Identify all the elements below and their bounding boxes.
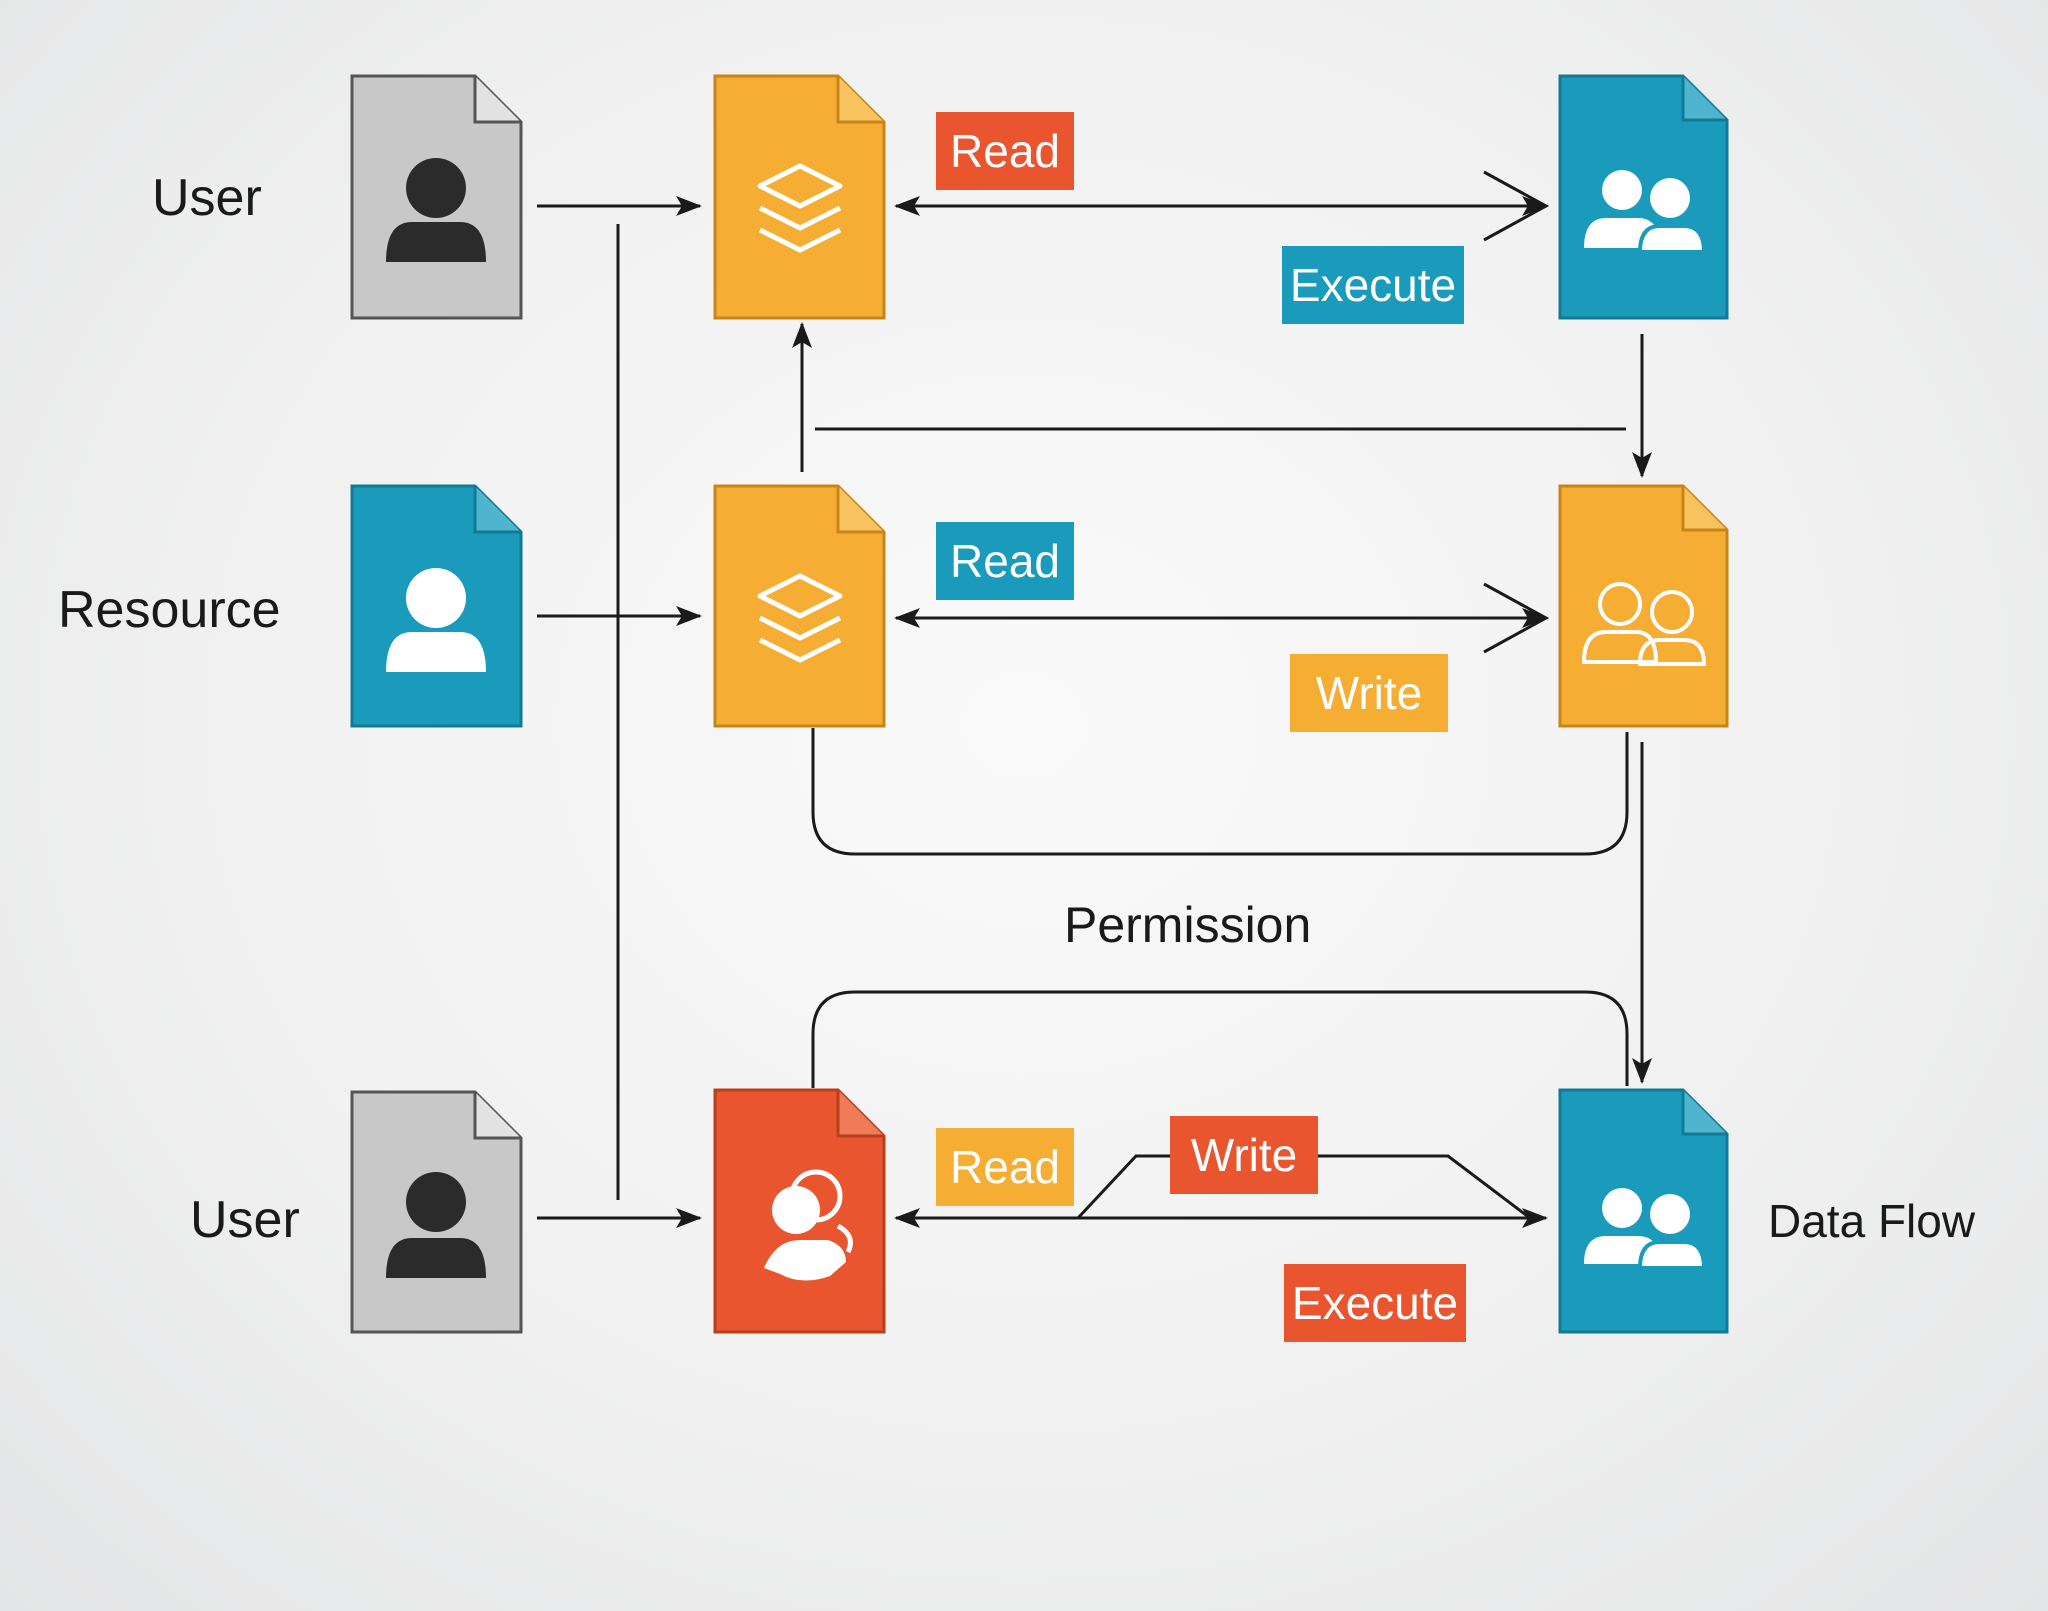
group-mid-doc[interactable] [1558, 484, 1729, 728]
tag-row3-write-text: Write [1190, 1129, 1298, 1181]
label-user-top: User [152, 169, 262, 227]
tag-row1-execute-text: Execute [1289, 259, 1457, 311]
user-top-doc[interactable] [350, 74, 523, 320]
chat-to-group-loop [811, 990, 1629, 1088]
tag-row2-read-text: Read [950, 535, 1060, 587]
user-chat-icon [764, 1169, 853, 1281]
arrow-row2-chevron [1483, 582, 1550, 654]
tag-row2-read[interactable]: Read [936, 522, 1074, 600]
label-resource: Resource [58, 581, 281, 639]
layers-top-doc[interactable] [713, 74, 886, 320]
user-icon [386, 1172, 486, 1278]
tag-row1-read[interactable]: Read [936, 112, 1074, 190]
tag-row3-write[interactable]: Write [1170, 1116, 1318, 1194]
tag-row3-read-text: Read [950, 1141, 1060, 1193]
arrow-row1-chevron [1483, 170, 1550, 242]
group-top-doc[interactable] [1558, 74, 1729, 320]
tag-row3-execute[interactable]: Execute [1284, 1264, 1466, 1342]
user-bottom-doc[interactable] [350, 1090, 523, 1334]
user-icon [386, 568, 486, 672]
tag-row2-write-text: Write [1315, 667, 1423, 719]
permission-loop [811, 728, 1629, 856]
tag-row1-read-text: Read [950, 125, 1060, 177]
layers-mid-doc[interactable] [713, 484, 886, 728]
tag-row2-write[interactable]: Write [1290, 654, 1448, 732]
label-user-bottom: User [190, 1191, 300, 1249]
layers-icon [757, 163, 843, 253]
group-bottom-doc[interactable] [1558, 1088, 1729, 1334]
connectors [537, 170, 1652, 1228]
group-outline-icon [1581, 582, 1707, 666]
tag-row3-execute-text: Execute [1291, 1277, 1459, 1329]
tag-row1-execute[interactable]: Execute [1282, 246, 1464, 324]
group-icon [1584, 170, 1707, 254]
label-data-flow: Data Flow [1768, 1195, 1976, 1247]
group-icon [1584, 1188, 1707, 1270]
layers-icon [757, 573, 843, 663]
label-permission: Permission [1064, 897, 1312, 953]
user-chat-doc[interactable] [713, 1088, 886, 1334]
tag-row3-read[interactable]: Read [936, 1128, 1074, 1206]
resource-doc[interactable] [350, 484, 523, 728]
user-icon [386, 158, 486, 262]
